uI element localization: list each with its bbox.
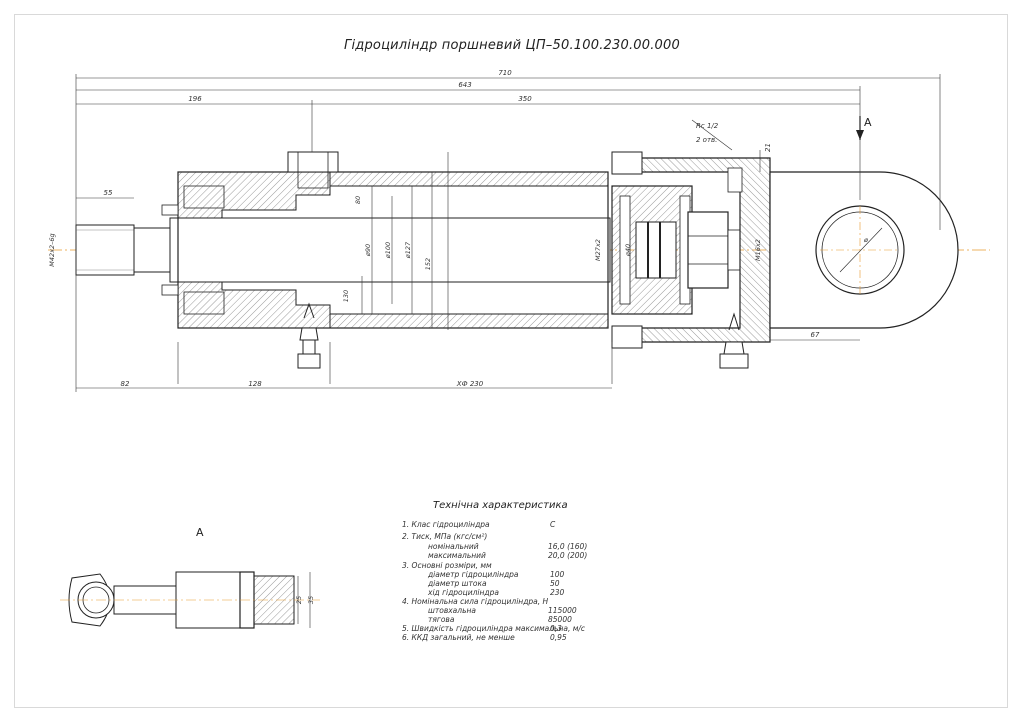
spec-row: 3. Основні розміри, мм <box>402 561 492 570</box>
section-a-detail <box>60 571 320 629</box>
dim-dia-40: ø40 <box>624 244 632 257</box>
dim-643: 643 <box>458 81 471 89</box>
dim-55: 55 <box>104 189 113 197</box>
dim-350: 350 <box>518 95 532 103</box>
spec-row: 5. Швидкість гідроциліндра максимальна, … <box>402 624 586 633</box>
dim-thread-tail: М16х2 <box>754 239 762 261</box>
dim-port-thread: Rc 1/2 <box>696 122 719 130</box>
dim-port-count: 2 отв. <box>696 136 717 144</box>
piston <box>611 185 693 315</box>
cylinder-barrel <box>177 171 609 329</box>
spec-value: 50 <box>550 579 560 588</box>
rear-grease-nipple <box>719 312 749 369</box>
rear-cap <box>611 151 771 349</box>
spec-row: хід гідроциліндра <box>428 588 499 597</box>
gland-head <box>161 171 331 329</box>
spec-row: діаметр штока <box>428 579 487 588</box>
spec-value: 85000 <box>548 615 572 624</box>
section-a-dim-35: 35 <box>307 596 315 604</box>
dim-thread-piston: М27х2 <box>594 239 602 261</box>
spec-row: штовхальна <box>428 606 476 615</box>
section-indicator-a <box>856 116 864 140</box>
dim-stroke: ХФ 230 <box>456 380 484 388</box>
spec-value: 0,95 <box>550 633 567 642</box>
dimension-lines <box>75 74 941 392</box>
spec-row: 6. ККД загальний, не менше <box>402 633 515 642</box>
spec-value: 115000 <box>548 606 577 615</box>
spec-value: С <box>550 520 556 529</box>
dim-thread-rod: М42х2–6g <box>48 233 56 266</box>
spec-row: тягова <box>428 615 455 624</box>
spec-value: 20,0 (200) <box>548 551 588 560</box>
spec-value: 0,3 <box>550 624 562 633</box>
dim-overall: 710 <box>498 69 512 77</box>
dim-196: 196 <box>188 95 202 103</box>
dim-eye-dia: ø <box>863 236 869 244</box>
spec-heading: Технічна характеристика <box>433 500 568 511</box>
drawing-frame <box>14 14 1008 708</box>
dim-130: 130 <box>342 290 350 302</box>
spec-row: максимальний <box>428 551 486 560</box>
rear-eye-mount <box>769 171 959 329</box>
rod-end-thread <box>75 224 177 276</box>
piston-nut <box>687 211 741 289</box>
dim-80: 80 <box>354 196 362 204</box>
dim-dia-127: ø127 <box>404 241 412 259</box>
spec-row: 1. Клас гідроциліндра <box>402 520 490 529</box>
gland-port <box>287 151 339 189</box>
section-a-dim-25: 25 <box>295 596 303 604</box>
spec-row: діаметр гідроциліндра <box>428 570 519 579</box>
dim-dia-152: 152 <box>424 258 432 270</box>
spec-value: 100 <box>550 570 565 579</box>
dim-dia-100: ø100 <box>384 242 392 259</box>
gland-grease-nipple <box>297 302 321 369</box>
view-label-a-section: A <box>196 526 204 539</box>
spec-value: 16,0 (160) <box>548 542 588 551</box>
dim-128: 128 <box>248 380 262 388</box>
dim-21: 21 <box>764 143 772 152</box>
dim-dia-90: ø90 <box>364 244 372 257</box>
drawing-title: Гідроциліндр поршневий ЦП–50.100.230.00.… <box>344 38 680 53</box>
spec-row: номінальний <box>428 542 479 551</box>
spec-row: 4. Номінальна сила гідроциліндра, Н <box>402 597 549 606</box>
view-label-a-top: A <box>864 116 872 129</box>
dim-67: 67 <box>811 331 820 339</box>
dim-82: 82 <box>121 380 130 388</box>
spec-row: 2. Тиск, МПа (кгс/см²) <box>402 532 488 541</box>
spec-value: 230 <box>550 588 565 597</box>
piston-rod <box>169 217 611 283</box>
